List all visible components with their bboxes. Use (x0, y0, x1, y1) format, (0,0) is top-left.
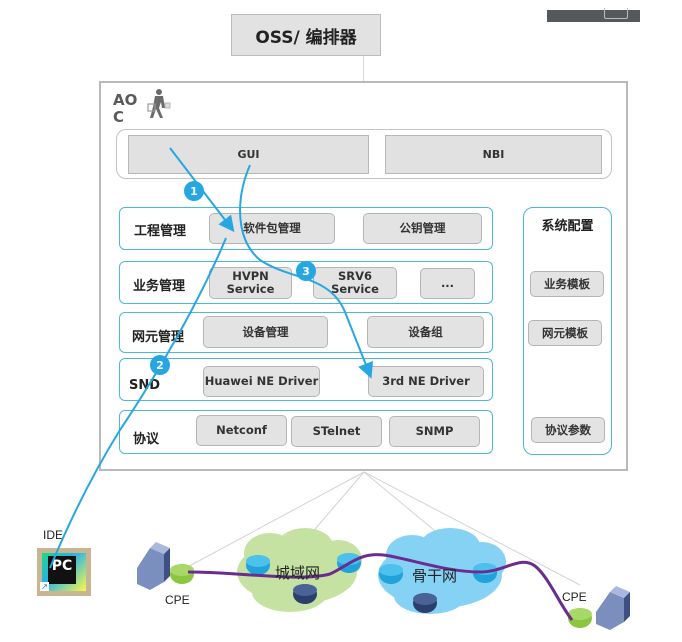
protocol-params-button[interactable]: 协议参数 (531, 417, 605, 443)
row-label: 工程管理 (134, 224, 187, 239)
third-party-ne-driver-button[interactable]: 3rd NE Driver (368, 366, 484, 397)
backbone-network-label: 骨干网 (412, 567, 458, 585)
aoc-label: AO C (113, 91, 138, 126)
building-icon-right (596, 586, 630, 630)
router-icon-metro-1 (246, 555, 270, 575)
oss-orchestrator-box: OSS/ 编排器 (231, 14, 381, 56)
router-icon-metro-3 (293, 584, 317, 604)
software-package-mgmt-button[interactable]: 软件包管理 (209, 213, 335, 244)
service-path-line (187, 553, 574, 621)
public-key-mgmt-button[interactable]: 公钥管理 (363, 213, 482, 244)
ide-label: IDE (43, 528, 64, 542)
router-icon-backbone-1 (379, 564, 403, 584)
snmp-button[interactable]: SNMP (389, 416, 480, 447)
router-icon-backbone-3 (413, 593, 437, 613)
netconf-button[interactable]: Netconf (196, 415, 287, 446)
ne-template-button[interactable]: 网元模板 (528, 320, 602, 346)
flow-step-badge-2: 2 (150, 355, 170, 375)
flow-step-badge-1: 1 (184, 181, 204, 201)
building-icon-left (137, 542, 170, 590)
nbi-box[interactable]: NBI (385, 135, 602, 174)
router-icon-cpe-right (568, 608, 592, 628)
service-template-button[interactable]: 业务模板 (530, 271, 604, 297)
user-icon (147, 89, 171, 118)
window-titlebar-fragment (547, 8, 640, 22)
system-config-title: 系统配置 (541, 219, 594, 234)
cpe-right-label: CPE (562, 590, 587, 604)
flow-step-badge-3: 3 (296, 261, 316, 281)
metro-network-label: 城域网 (275, 564, 321, 582)
window-control[interactable] (604, 8, 628, 19)
row-label: 协议 (133, 432, 160, 447)
gui-box[interactable]: GUI (128, 135, 369, 174)
router-icon-metro-2 (337, 553, 361, 573)
management-links (181, 471, 581, 586)
hvpn-service-button[interactable]: HVPN Service (209, 267, 292, 299)
device-mgmt-button[interactable]: 设备管理 (203, 316, 328, 348)
router-icon-cpe-left (170, 564, 194, 584)
oss-aoc-connector (363, 56, 364, 82)
huawei-ne-driver-button[interactable]: Huawei NE Driver (203, 366, 320, 397)
router-icon-backbone-2 (473, 563, 497, 583)
device-group-button[interactable]: 设备组 (367, 316, 484, 348)
shortcut-arrow-icon: ↗ (40, 582, 49, 591)
srv6-service-button[interactable]: SRV6 Service (313, 267, 397, 299)
row-label: 业务管理 (133, 279, 186, 294)
row-label: SND (129, 378, 161, 393)
stelnet-button[interactable]: STelnet (291, 416, 382, 447)
row-label: 网元管理 (132, 330, 185, 345)
more-services-button[interactable]: ... (420, 268, 475, 299)
pycharm-icon[interactable]: PC (48, 556, 76, 584)
cpe-left-label: CPE (165, 593, 190, 607)
